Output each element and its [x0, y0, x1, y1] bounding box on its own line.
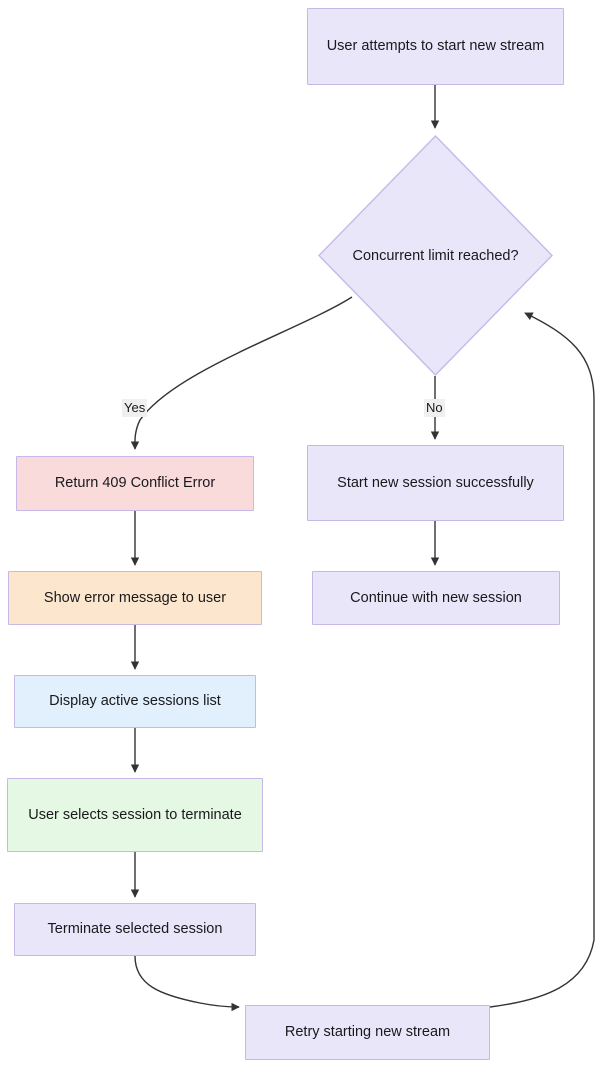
edge-label-no-text: No — [426, 400, 443, 415]
node-showerror[interactable]: Show error message to user — [8, 571, 262, 625]
node-conflict-label: Return 409 Conflict Error — [54, 475, 216, 492]
edge-retry-to-decision — [489, 312, 595, 1008]
node-retry[interactable]: Retry starting new stream — [245, 1005, 490, 1060]
node-start[interactable]: User attempts to start new stream — [307, 8, 564, 85]
edge-terminate-to-retry — [134, 955, 240, 1012]
node-continue-label: Continue with new session — [350, 589, 522, 606]
node-conflict[interactable]: Return 409 Conflict Error — [16, 456, 254, 511]
node-startok[interactable]: Start new session successfully — [307, 445, 564, 521]
diamond-shape-icon — [318, 135, 553, 376]
node-select-label: User selects session to terminate — [28, 806, 242, 823]
node-showerror-label: Show error message to user — [43, 589, 227, 606]
node-decision[interactable]: Concurrent limit reached? — [318, 135, 553, 376]
node-terminate[interactable]: Terminate selected session — [14, 903, 256, 956]
edge-label-no: No — [424, 399, 445, 417]
node-continue[interactable]: Continue with new session — [312, 571, 560, 625]
node-terminate-label: Terminate selected session — [47, 921, 223, 938]
edge-label-yes: Yes — [122, 399, 148, 417]
node-sessions-label: Display active sessions list — [49, 693, 221, 710]
node-sessions[interactable]: Display active sessions list — [14, 675, 256, 728]
edge-label-yes-text: Yes — [124, 400, 146, 415]
node-decision-label: Concurrent limit reached? — [352, 247, 519, 264]
node-select[interactable]: User selects session to terminate — [7, 778, 263, 852]
node-retry-label: Retry starting new stream — [284, 1024, 451, 1041]
node-start-label: User attempts to start new stream — [326, 38, 545, 55]
node-startok-label: Start new session successfully — [337, 474, 534, 491]
